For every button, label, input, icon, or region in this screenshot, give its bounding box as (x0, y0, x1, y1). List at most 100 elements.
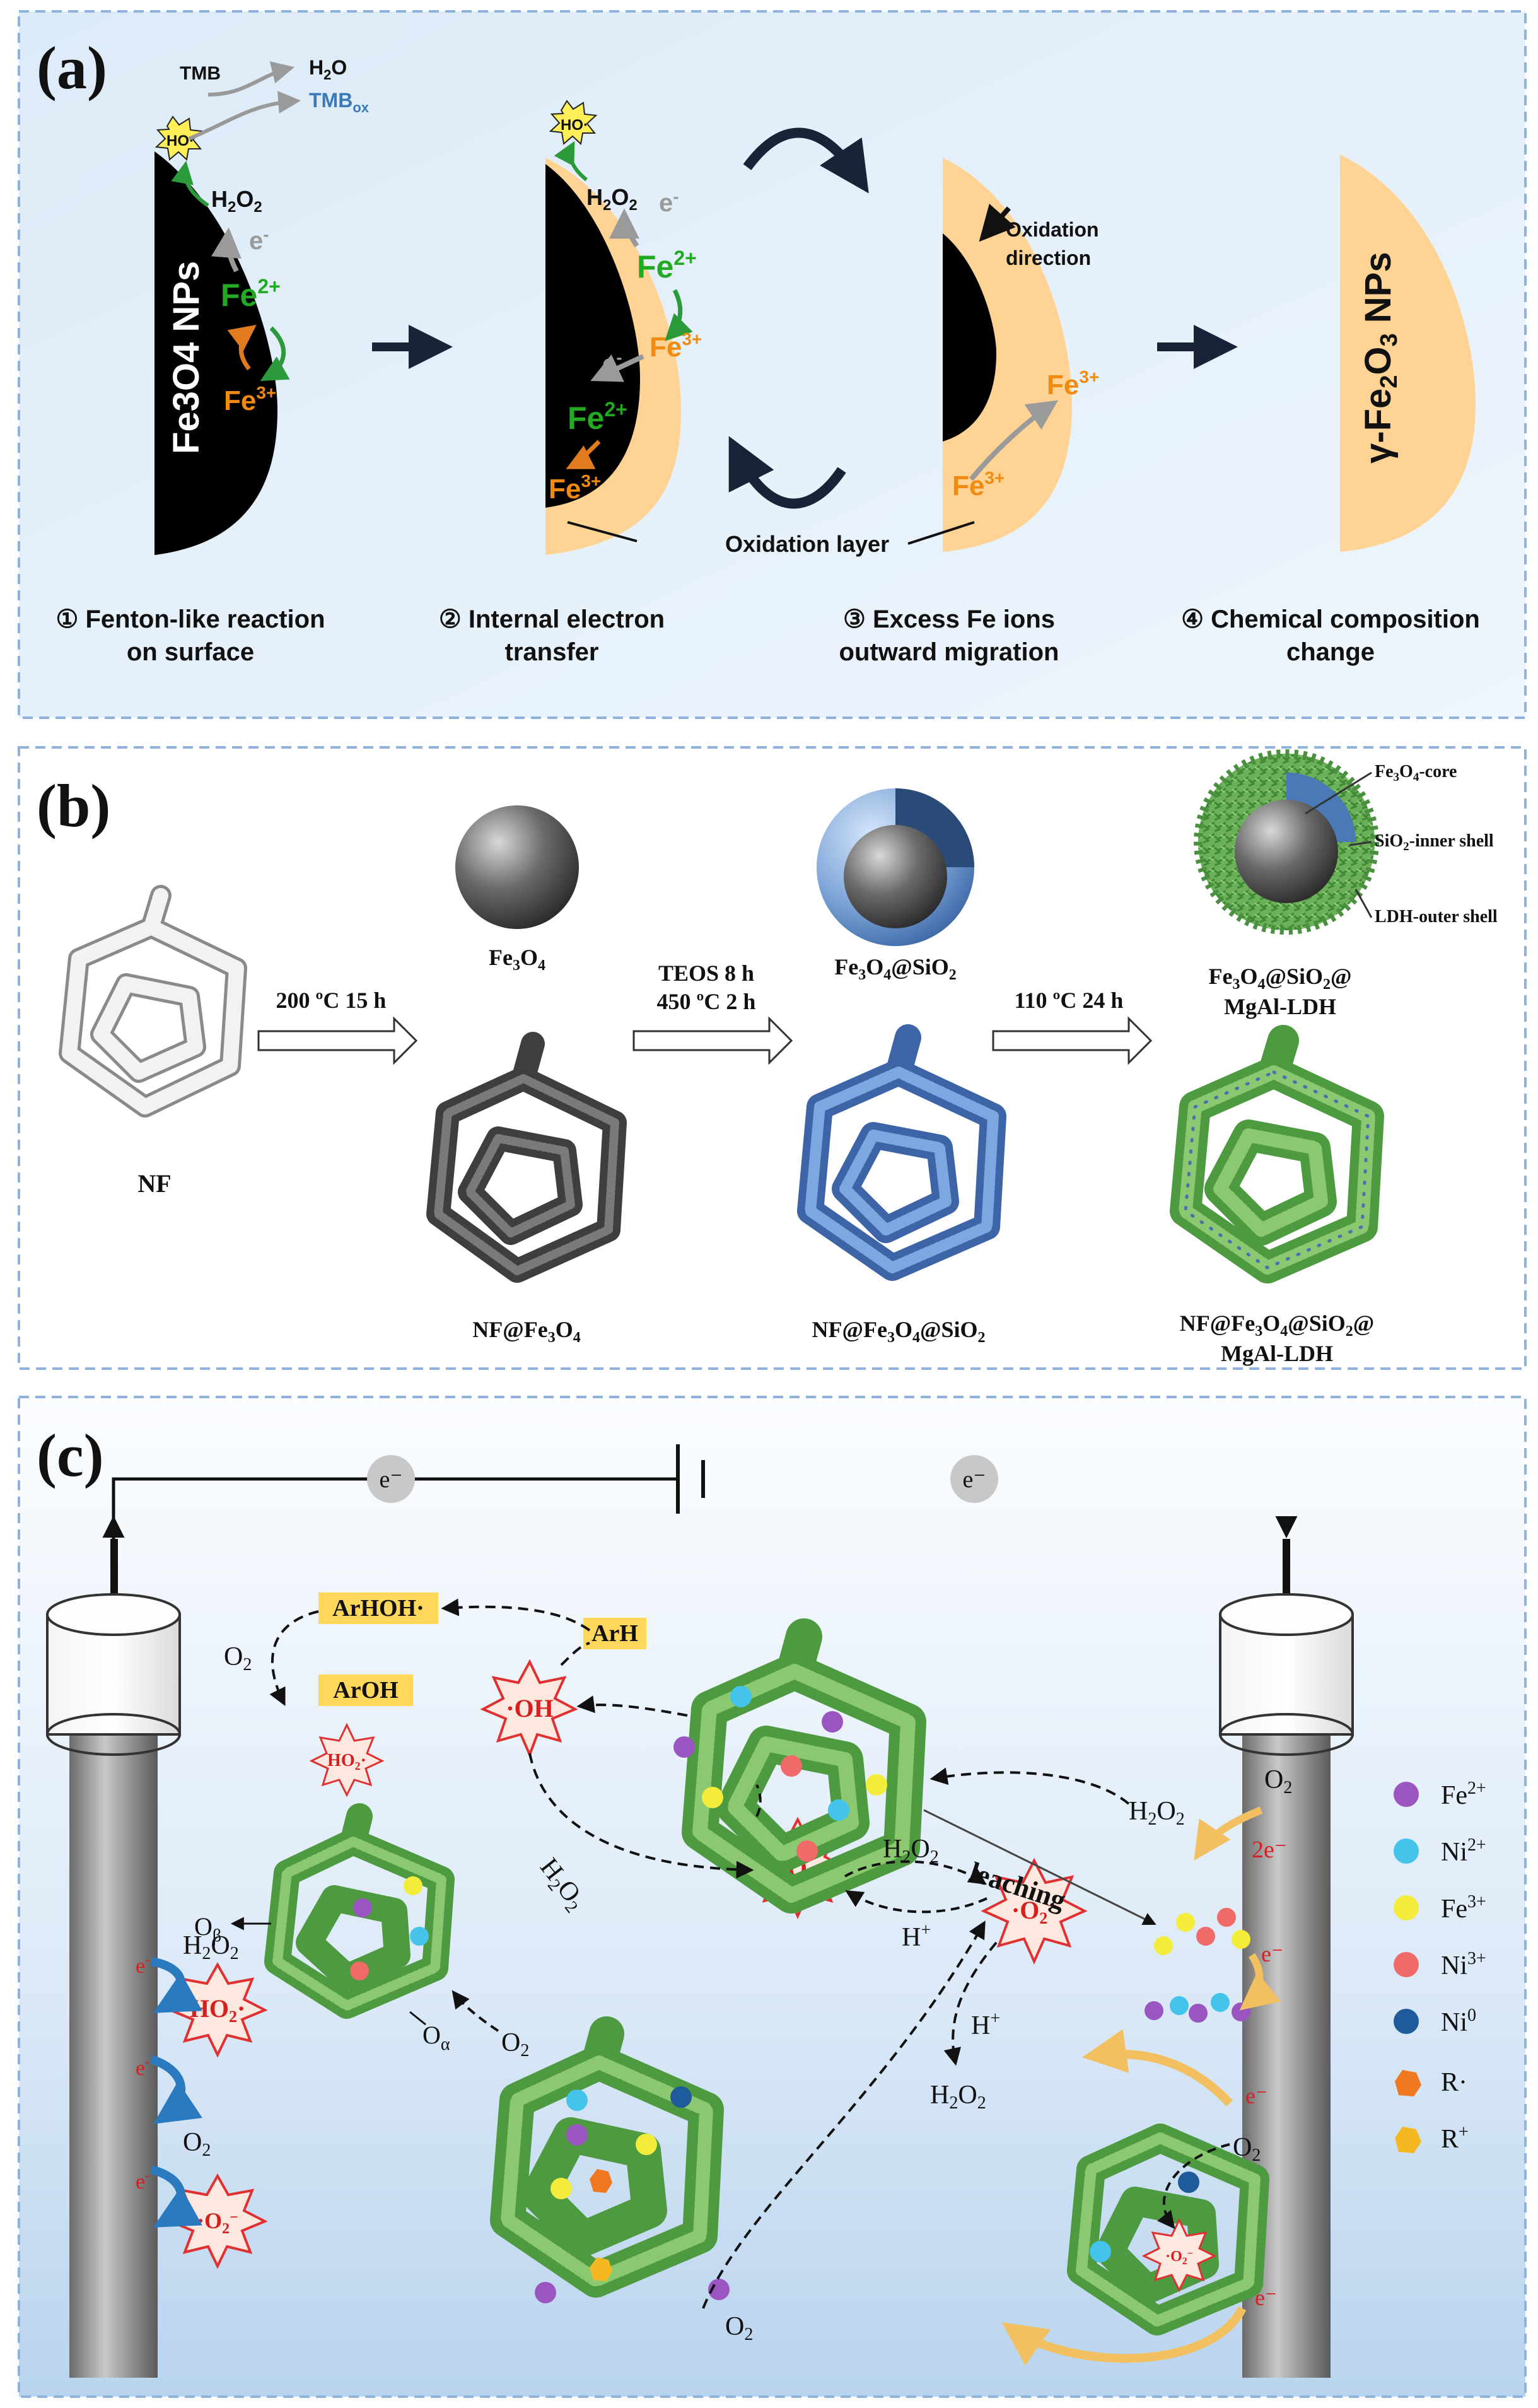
step4-l2: change (1286, 638, 1375, 666)
step1-l1: ① Fenton-like reaction (55, 605, 325, 633)
o2-radical-burst-center: ·O2− (981, 1857, 1088, 1965)
arh-to-arhoh-arrow (441, 1598, 591, 1632)
oxidation-direction-l1: Oxidation (1006, 218, 1099, 241)
oh-radical-label: ·OH (506, 1694, 554, 1722)
leached-ions (1145, 1908, 1250, 2023)
e-label-right-3: e⁻ (1255, 2285, 1277, 2310)
tmb-label: TMB (180, 63, 221, 84)
ldh-sponge-left-ions (350, 1876, 429, 1980)
panel-b: (b) NF 200 ºC 15 h Fe3O4 (18, 746, 1527, 1370)
h2o2-label-bottom: H2O2 (930, 2081, 986, 2113)
h2o2-label-right: H2O2 (1129, 1797, 1185, 1829)
oh-to-arh-arrow (560, 1642, 590, 1666)
oxidation-layer-pointer-1 (567, 521, 638, 542)
stage3-particle (943, 158, 1072, 552)
o2-into-right-sponge-arrow (1157, 2143, 1230, 2230)
nf-ldh-label-l1: NF@Fe3O4@SiO2@ (1180, 1311, 1374, 1340)
tmb-arrow (207, 61, 295, 96)
fe3o4-sphere (455, 805, 579, 929)
bottom-yellow-loop (1001, 2306, 1247, 2366)
equilibrium-arrow-bottom (845, 1890, 987, 1914)
panel-c: (c) e⁻ e⁻ ArHOH· ArH (18, 1396, 1527, 2398)
ldh-right-ion-ni0 (1178, 2171, 1199, 2193)
migration-arrow (969, 400, 1058, 481)
ho-radical-2: HO· (561, 117, 588, 134)
oxidation-layer-pointer-2 (907, 521, 975, 545)
callout-outer-shell: LDH-outer shell (1375, 907, 1498, 926)
2e-orange-arrow (1194, 1806, 1263, 1861)
aroh-box (318, 1674, 413, 1706)
e-label-right-2: e⁻ (1245, 2083, 1267, 2108)
nf-ldh-structure (1170, 1025, 1384, 1283)
arrow-b-2 (632, 1016, 793, 1065)
oxidation-layer-label: Oxidation layer (725, 531, 889, 557)
h2o2-label-left: H2O2 (183, 1931, 239, 1963)
panel-b-label: (b) (37, 772, 110, 839)
svg-text:R·: R· (1441, 2068, 1467, 2097)
left-blue-arrow-2 (149, 2055, 203, 2124)
nf-ldh-label-l2: MgAl-LDH (1221, 1341, 1333, 1366)
ho-burst-1: HO· (154, 115, 204, 161)
fe3o4-sio2-sphere (817, 788, 974, 946)
fe-cycle-arrow-1b (227, 324, 257, 371)
h-plus-label-2: H+ (971, 2009, 1000, 2040)
ho-burst-2: HO· (549, 100, 598, 145)
stage4-particle-label: γ-Fe2O3 NPs (1358, 252, 1402, 464)
bottom-sponge-to-o2-radical-arrow (702, 1920, 986, 2309)
panel-a: (a) Fe3O4 NPs HO· TMB H2O TMBox H2O2 e- … (18, 10, 1527, 719)
oxidation-direction-l2: direction (1006, 247, 1091, 269)
arhoh-box (318, 1593, 438, 1624)
callout-line-core (1305, 771, 1372, 815)
o2-radical-to-h2o2-arrow (943, 1941, 998, 2066)
nf-fe3o4-label: NF@Fe3O4 (472, 1317, 580, 1346)
ho2-burst-top: HO2· (309, 1722, 385, 1797)
o-alpha-line (409, 2011, 426, 2026)
o2-radical-big-arrow (1082, 2029, 1233, 2107)
ldh-sponge-bottom-ions (535, 2086, 730, 2303)
h2o2-label-1: H2O2 (211, 186, 262, 216)
nf-fe3o4-sio2-structure (797, 1024, 1006, 1281)
left-blue-arrow-1 (150, 1957, 202, 2013)
arrow-b-3 (992, 1016, 1153, 1065)
tmbox-arrow (188, 91, 301, 141)
o2-into-left-sponge-arrow (451, 1990, 499, 2032)
leaching-arrow (923, 1809, 1156, 1925)
ldh-right-ion-ni2 (1090, 2241, 1111, 2262)
left-blue-arrow-3 (150, 2165, 202, 2228)
svg-text:Ni0: Ni0 (1441, 2006, 1476, 2037)
electron-arrow-2 (609, 208, 640, 248)
green-arrow-1 (171, 160, 209, 207)
callout-core: Fe3O4-core (1375, 762, 1457, 784)
core-shell-label-l1: Fe3O4@SiO2@ (1209, 964, 1352, 993)
electron-badge-right-label: e⁻ (963, 1466, 986, 1493)
o2-radical-center-label: ·O2− (1011, 1896, 1057, 1927)
callout-line-inner (1349, 841, 1372, 846)
nf-fe3o4-structure (426, 1032, 627, 1283)
electron-badge-left (367, 1455, 415, 1503)
condition-2-l2: 450 ºC 2 h (657, 989, 756, 1014)
legend-item-r-radical: R· (1395, 2068, 1467, 2097)
electron-arrow-1 (211, 227, 242, 272)
step4-l1: ④ Chemical composition (1181, 605, 1480, 633)
callout-line-outer (1354, 889, 1373, 918)
nf-fe3o4-sio2-label: NF@Fe3O4@SiO2 (812, 1317, 986, 1346)
left-electrode (46, 1539, 181, 2378)
step2-l1: ② Internal electron (439, 605, 665, 633)
ldh-sponge-top (682, 1618, 926, 1914)
arhoh-to-aroh-arrow (269, 1610, 319, 1707)
step3-l2: outward migration (839, 638, 1059, 666)
oxidation-direction-arrow (979, 203, 1016, 242)
electron-arrow-3 (590, 354, 644, 382)
cycle-arrow-top (743, 127, 869, 194)
fe-cycle-arrow-1 (260, 326, 290, 382)
arhoh-label: ArHOH· (332, 1595, 424, 1622)
panel-a-label: (a) (37, 34, 107, 102)
o2-radical-burst-right: ·O2− (1141, 2218, 1217, 2293)
step2-l2: transfer (505, 638, 599, 666)
step3-l1: ③ Excess Fe ions (843, 605, 1055, 633)
arh-label: ArH (591, 1620, 638, 1647)
stage1-particle: Fe3O4 NPs (154, 151, 277, 555)
electron-badge-right (950, 1455, 998, 1503)
fe-cycle-arrow-2 (665, 289, 693, 341)
